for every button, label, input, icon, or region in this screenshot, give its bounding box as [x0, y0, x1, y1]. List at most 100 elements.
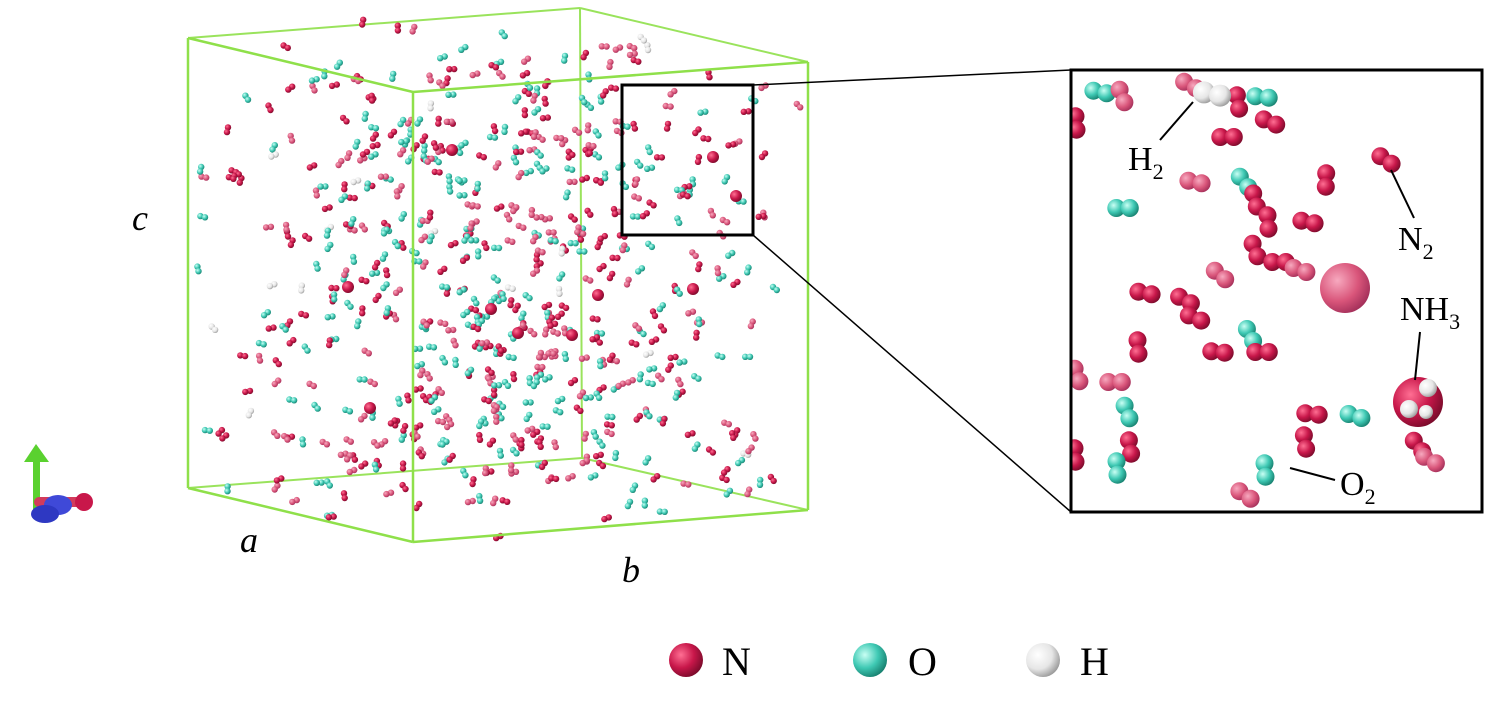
o2-molecule [656, 302, 666, 313]
o2-molecule [522, 399, 534, 406]
o2-molecule [456, 192, 468, 199]
n2-molecule [538, 459, 548, 471]
n2-molecule [437, 265, 448, 275]
o2-molecule [673, 286, 683, 297]
n2-molecule [1099, 373, 1131, 391]
o2-molecule [414, 116, 424, 127]
n2-molecule [515, 169, 525, 181]
o2-molecule [338, 193, 349, 203]
n2-molecule [420, 259, 429, 270]
o2-molecule [491, 244, 503, 252]
o2-molecule [547, 237, 559, 245]
n2-molecule [684, 430, 696, 438]
n2-molecule [574, 224, 582, 236]
o2-molecule [523, 167, 534, 177]
n2-molecule [581, 430, 589, 442]
n2-molecule [527, 327, 538, 338]
o2-molecule [398, 138, 410, 146]
legend-item-hydrogen: H [1026, 639, 1109, 684]
n2-molecule [631, 193, 642, 202]
n2-molecule [431, 168, 443, 176]
n2-molecule [535, 349, 545, 361]
n2-molecule [420, 318, 430, 329]
n2-molecule [767, 473, 777, 485]
n2-molecule [541, 95, 549, 107]
n2-molecule [571, 126, 583, 136]
n2-molecule [265, 102, 274, 114]
o2-molecule [496, 447, 504, 459]
n2-molecule [535, 133, 546, 143]
n2-molecule [695, 261, 703, 273]
o2-molecule [539, 165, 550, 175]
n2-molecule [667, 87, 678, 98]
n2-molecule [490, 403, 500, 415]
o2-molecule [642, 455, 652, 466]
n2-molecule [399, 460, 407, 472]
n2-molecule [476, 431, 484, 443]
nitrogen-swatch [669, 643, 703, 677]
o2-molecule [490, 274, 501, 284]
o2-molecule [735, 456, 746, 467]
o2-molecule [601, 170, 609, 182]
n2-molecule [225, 174, 237, 182]
n2-molecule [665, 362, 674, 373]
n2-molecule [302, 232, 313, 242]
n2-molecule [612, 44, 624, 53]
zoom-selection-box [620, 83, 755, 237]
n2-molecule [604, 428, 615, 438]
o2-molecule [458, 43, 469, 53]
o2-molecule [510, 154, 520, 166]
o2-molecule [697, 108, 709, 116]
o2-molecule [426, 233, 435, 245]
n2-molecule [567, 377, 579, 387]
n2-molecule [694, 153, 703, 165]
o2-molecule [725, 249, 736, 259]
n2-molecule [369, 131, 379, 142]
n2-molecule [510, 371, 518, 383]
o2-molecule [512, 94, 522, 105]
o2-molecule [474, 248, 482, 260]
nh3-molecule [364, 402, 376, 414]
n2-molecule [358, 222, 368, 233]
n2-molecule [306, 162, 318, 171]
o2-molecule [460, 467, 469, 479]
n2-molecule [265, 324, 277, 332]
n2-molecule [623, 276, 632, 288]
o2-molecule [1339, 405, 1371, 427]
o2-molecule [324, 478, 333, 489]
o2-molecule [324, 241, 334, 253]
n2-molecule [1294, 426, 1316, 458]
o2-molecule [522, 292, 533, 302]
n2-molecule [424, 371, 433, 382]
n2-molecule [566, 178, 578, 186]
axis-label-b: b [622, 550, 640, 590]
o2-molecule [646, 365, 658, 373]
n2-molecule [223, 124, 232, 136]
n2-molecule [359, 148, 371, 158]
nh3-molecule [446, 144, 458, 156]
n2-molecule [419, 217, 431, 224]
o2-molecule [201, 426, 213, 434]
n2-molecule [758, 150, 769, 161]
o2-molecule [596, 358, 604, 370]
o2-molecule [691, 373, 702, 382]
n2-molecule [625, 377, 636, 386]
n2-molecule [328, 81, 340, 90]
n2-molecule [545, 350, 557, 357]
zoom-inset: H2 N2 NH3 O2 [1069, 68, 1484, 514]
o2-molecule [242, 92, 252, 103]
o2-molecule [561, 350, 569, 362]
n2-molecule [530, 129, 539, 140]
n2-molecule [359, 16, 367, 28]
o2-molecule [458, 139, 469, 149]
n2-molecule [446, 65, 458, 73]
n2-molecule [610, 205, 619, 217]
n2-molecule [435, 115, 442, 127]
o2-molecule [1246, 87, 1278, 107]
oxygen-swatch [853, 643, 887, 677]
n2-molecule [282, 221, 290, 233]
n2-molecule [542, 326, 550, 338]
n2-molecule [1415, 447, 1445, 473]
nh3-label: NH3 [1400, 291, 1460, 334]
o2-molecule [224, 483, 231, 495]
